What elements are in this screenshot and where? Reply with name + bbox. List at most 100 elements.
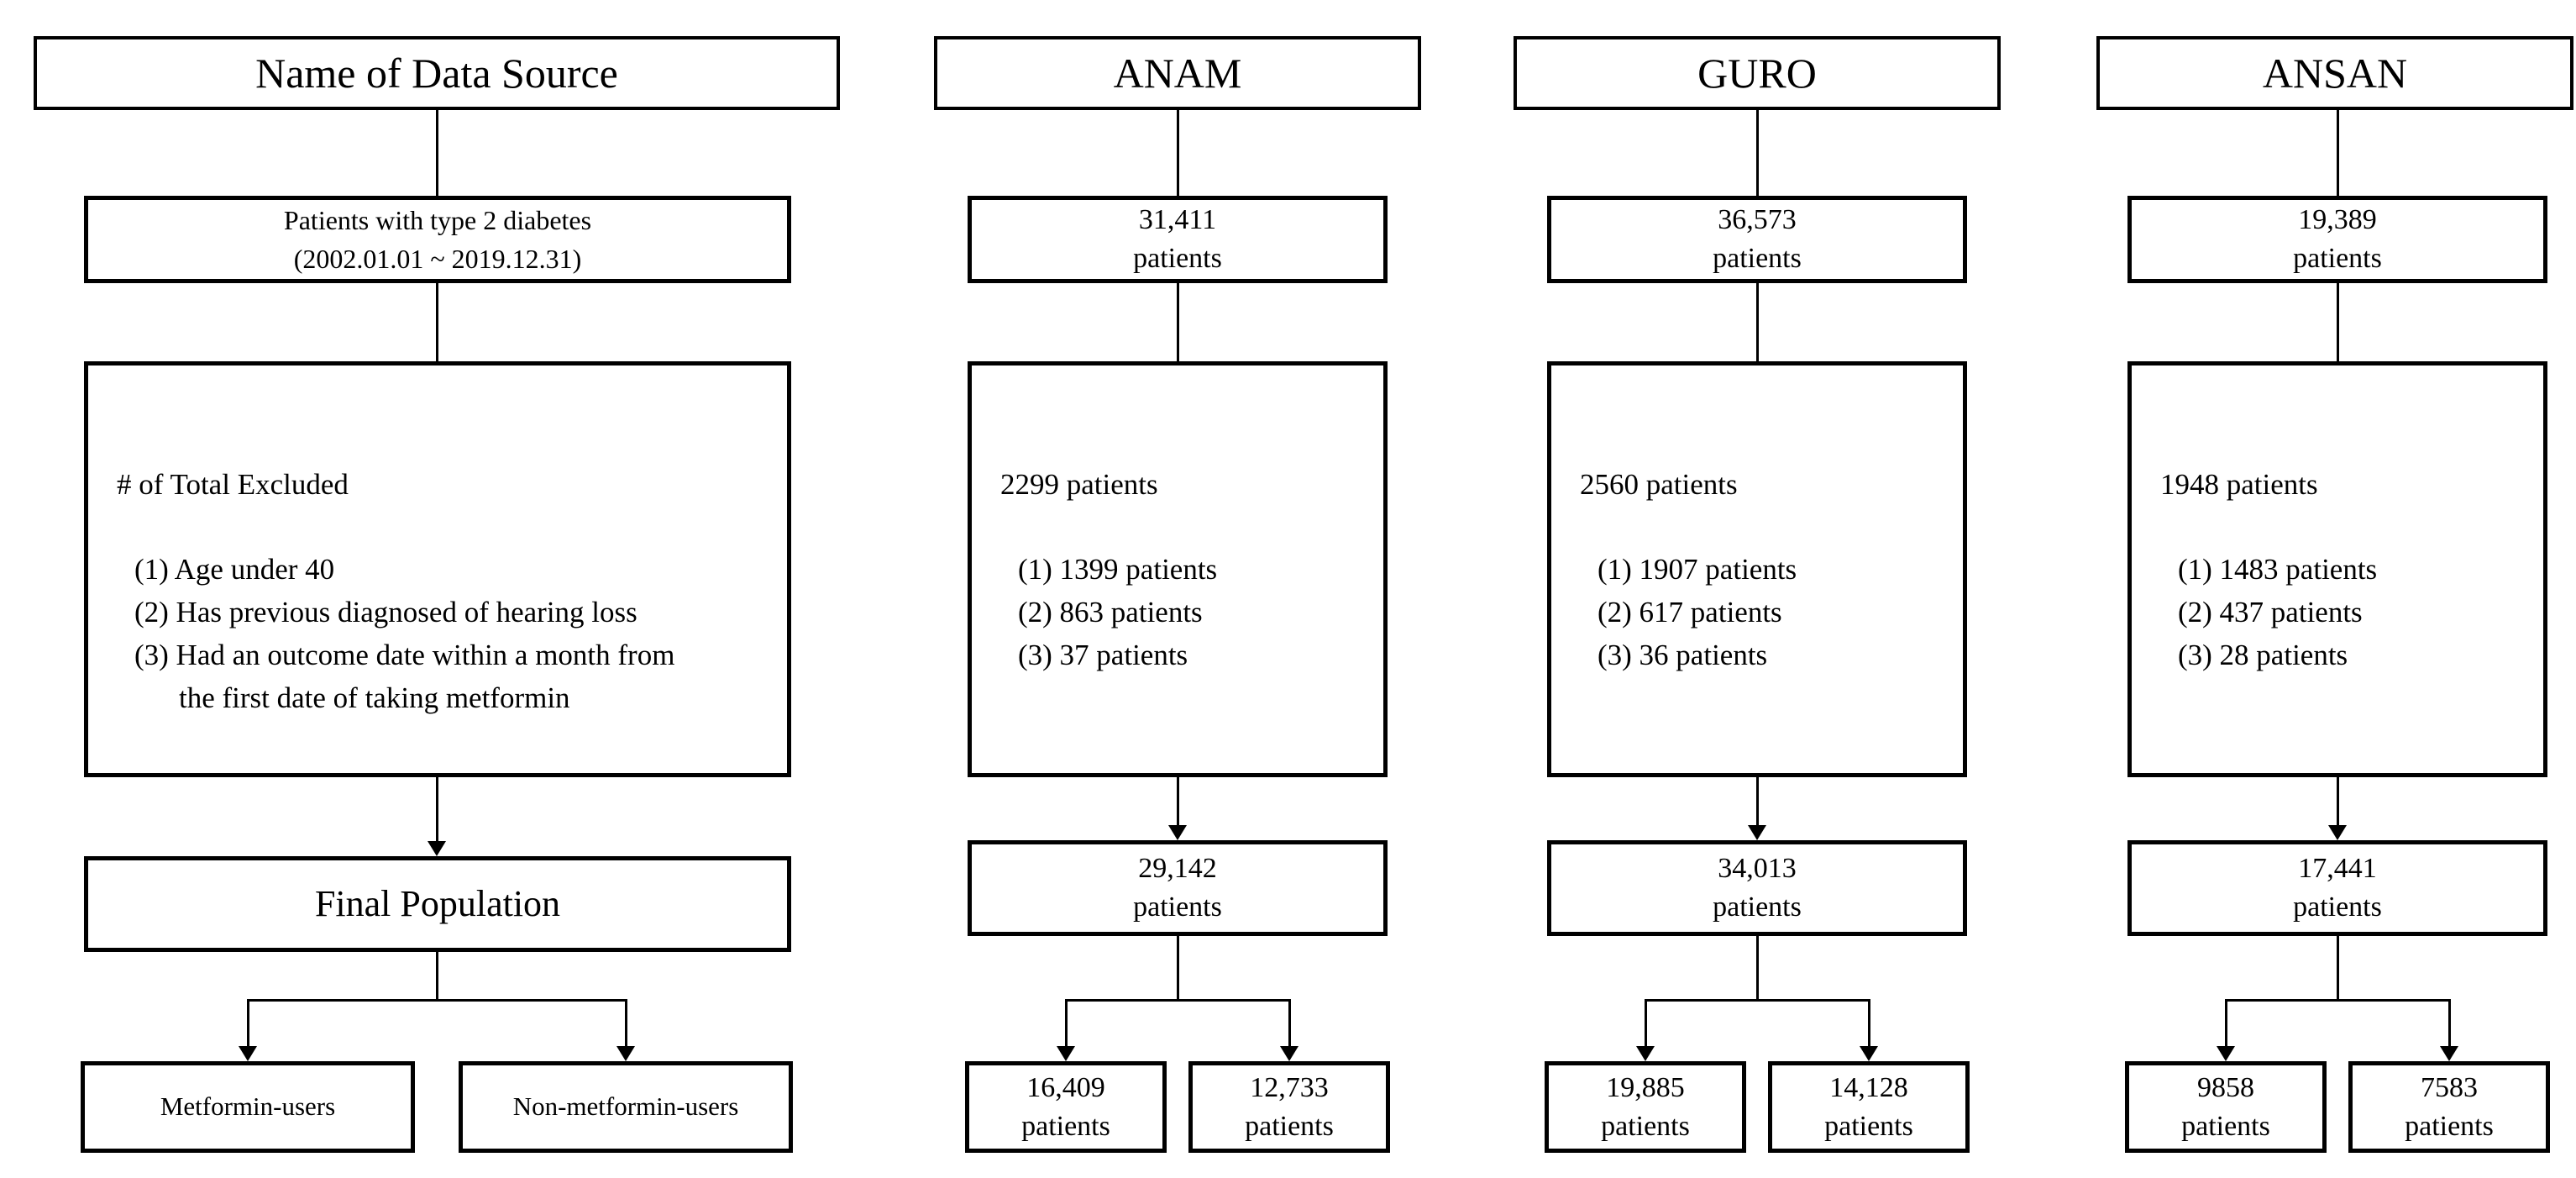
guro-excluded-item-2: (2) 617 patients <box>1598 596 1782 628</box>
connector-vline <box>1177 283 1179 361</box>
ansan-excluded-item-3: (3) 28 patients <box>2178 639 2348 671</box>
connector-vline <box>1868 1000 1870 1047</box>
excluded-item-2: (2) Has previous diagnosed of hearing lo… <box>134 596 637 628</box>
down-arrowhead-icon <box>428 841 446 856</box>
ansan-after-exclusion-count: 17,441 <box>2298 853 2377 884</box>
anam-metformin-unit: patients <box>1021 1110 1110 1142</box>
connector-vline <box>2448 1000 2451 1047</box>
excluded-item-3: (3) Had an outcome date within a month f… <box>134 639 675 671</box>
connector-vline <box>1756 777 1759 827</box>
population-line2: (2002.01.01 ~ 2019.12.31) <box>293 244 582 274</box>
guro-excluded-total: 2560 patients <box>1580 468 1738 501</box>
anam-excluded-item-1: (1) 1399 patients <box>1018 553 1218 586</box>
connector-vline <box>2337 110 2339 196</box>
down-arrowhead-icon <box>616 1046 635 1061</box>
ansan-header-label: ANSAN <box>2262 50 2408 97</box>
connector-vline <box>625 1000 627 1047</box>
ansan-excluded-box: 1948 patients (1) 1483 patients (2) 437 … <box>2127 361 2547 777</box>
down-arrowhead-icon <box>1168 825 1187 840</box>
guro-nonmetformin-unit: patients <box>1824 1110 1913 1142</box>
anam-after-exclusion-box: 29,142 patients <box>968 840 1388 936</box>
anam-excluded-items: (1) 1399 patients (2) 863 patients (3) 3… <box>1018 548 1217 676</box>
connector-vline <box>436 777 438 843</box>
ansan-initial-count: 19,389 <box>2298 204 2377 235</box>
anam-metformin-box: 16,409 patients <box>965 1061 1167 1153</box>
final-population-label: Final Population <box>314 882 561 924</box>
connector-vline <box>1756 283 1759 361</box>
ansan-metformin-box: 9858 patients <box>2125 1061 2327 1153</box>
anam-initial-count: 31,411 <box>1138 204 1217 235</box>
guro-excluded-items: (1) 1907 patients (2) 617 patients (3) 3… <box>1598 548 1797 676</box>
ansan-excluded-items: (1) 1483 patients (2) 437 patients (3) 2… <box>2178 548 2377 676</box>
guro-header-label: GURO <box>1697 50 1817 97</box>
connector-vline <box>1288 1000 1291 1047</box>
ansan-after-exclusion-unit: patients <box>2293 891 2382 923</box>
down-arrowhead-icon <box>1057 1046 1075 1061</box>
connector-vline <box>2337 936 2339 1000</box>
connector-vline <box>1177 936 1179 1000</box>
down-arrowhead-icon <box>239 1046 257 1061</box>
anam-nonmetformin-unit: patients <box>1245 1110 1334 1142</box>
anam-after-exclusion-unit: patients <box>1133 891 1222 923</box>
ansan-excluded-item-2: (2) 437 patients <box>2178 596 2363 628</box>
total-excluded-box: # of Total Excluded (1) Age under 40 (2)… <box>84 361 791 777</box>
guro-metformin-unit: patients <box>1601 1110 1690 1142</box>
non-metformin-users-label: Non-metformin-users <box>512 1091 739 1122</box>
guro-initial-patients-box: 36,573 patients <box>1547 196 1967 283</box>
connector-vline <box>1065 1000 1068 1047</box>
guro-excluded-box: 2560 patients (1) 1907 patients (2) 617 … <box>1547 361 1967 777</box>
connector-hline <box>247 999 627 1002</box>
connector-hline <box>2225 999 2451 1002</box>
connector-vline <box>436 110 438 196</box>
connector-vline <box>1756 110 1759 196</box>
connector-vline <box>1756 936 1759 1000</box>
anam-excluded-item-3: (3) 37 patients <box>1018 639 1188 671</box>
excluded-items: (1) Age under 40 (2) Has previous diagno… <box>134 548 674 719</box>
data-source-header-box: Name of Data Source <box>34 36 840 110</box>
guro-header-box: GURO <box>1514 36 2001 110</box>
ansan-header-box: ANSAN <box>2096 36 2573 110</box>
connector-vline <box>2337 283 2339 361</box>
down-arrowhead-icon <box>2440 1046 2458 1061</box>
anam-after-exclusion-count: 29,142 <box>1138 853 1217 884</box>
excluded-item-3-continuation: the first date of taking metformin <box>179 681 570 714</box>
ansan-excluded-item-1: (1) 1483 patients <box>2178 553 2378 586</box>
guro-initial-unit: patients <box>1713 243 1802 274</box>
final-population-box: Final Population <box>84 856 791 952</box>
guro-excluded-item-1: (1) 1907 patients <box>1598 553 1797 586</box>
metformin-users-label: Metformin-users <box>160 1091 336 1122</box>
ansan-initial-unit: patients <box>2293 243 2382 274</box>
connector-vline <box>436 952 438 1000</box>
population-line1: Patients with type 2 diabetes <box>283 205 592 235</box>
anam-metformin-count: 16,409 <box>1026 1071 1105 1103</box>
connector-hline <box>1645 999 1870 1002</box>
anam-nonmetformin-count: 12,733 <box>1250 1071 1329 1103</box>
guro-nonmetformin-count: 14,128 <box>1829 1071 1908 1103</box>
connector-vline <box>1645 1000 1647 1047</box>
excluded-title: # of Total Excluded <box>117 468 349 501</box>
connector-vline <box>247 1000 249 1047</box>
non-metformin-users-box: Non-metformin-users <box>459 1061 793 1153</box>
connector-vline <box>1177 777 1179 827</box>
guro-after-exclusion-unit: patients <box>1713 891 1802 923</box>
anam-excluded-box: 2299 patients (1) 1399 patients (2) 863 … <box>968 361 1388 777</box>
guro-initial-count: 36,573 <box>1718 204 1797 235</box>
anam-header-label: ANAM <box>1113 50 1242 97</box>
anam-initial-unit: patients <box>1133 243 1222 274</box>
guro-excluded-item-3: (3) 36 patients <box>1598 639 1768 671</box>
ansan-metformin-unit: patients <box>2181 1110 2270 1142</box>
excluded-item-1: (1) Age under 40 <box>134 553 335 586</box>
ansan-nonmetformin-box: 7583 patients <box>2348 1061 2550 1153</box>
connector-hline <box>1065 999 1291 1002</box>
guro-metformin-box: 19,885 patients <box>1545 1061 1746 1153</box>
data-source-header-label: Name of Data Source <box>255 50 618 97</box>
down-arrowhead-icon <box>1636 1046 1655 1061</box>
ansan-metformin-count: 9858 <box>2197 1071 2254 1103</box>
connector-vline <box>436 283 438 361</box>
down-arrowhead-icon <box>1860 1046 1878 1061</box>
ansan-initial-patients-box: 19,389 patients <box>2127 196 2547 283</box>
connector-vline <box>1177 110 1179 196</box>
down-arrowhead-icon <box>1748 825 1766 840</box>
guro-after-exclusion-count: 34,013 <box>1718 853 1797 884</box>
